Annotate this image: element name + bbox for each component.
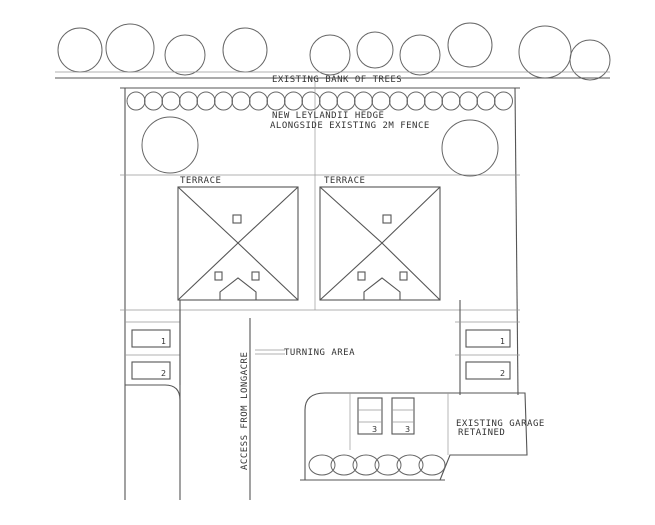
- hedge-shrub: [424, 91, 443, 111]
- bay-number: 3: [405, 425, 410, 434]
- hedge-shrub: [418, 454, 446, 476]
- trees-label: EXISTING BANK OF TREES: [272, 75, 402, 85]
- hedge-shrub: [396, 454, 424, 476]
- garage-block: [300, 392, 528, 481]
- front-hedge: [308, 454, 446, 476]
- hedge-shrub: [476, 91, 496, 111]
- hedge-shrub: [441, 91, 461, 111]
- access-label: ACCESS FROM LONGACRE: [240, 352, 250, 470]
- hedge-label: NEW LEYLANDII HEDGE: [272, 111, 384, 121]
- parking-left: [125, 300, 181, 450]
- garden-tree-left: [141, 116, 199, 174]
- bay-number: 2: [161, 369, 166, 378]
- hedge-shrub: [126, 91, 146, 111]
- hedge-shrub: [231, 91, 251, 111]
- hedge-shrub: [374, 454, 402, 476]
- hedge-shrub: [319, 91, 338, 111]
- bay-number: 3: [372, 425, 377, 434]
- hedge-shrub: [284, 91, 303, 111]
- garden-tree-right: [441, 119, 499, 177]
- hedge-shrub: [301, 91, 321, 111]
- house-right: [319, 186, 441, 301]
- existing-tree-bank: [57, 22, 611, 81]
- hedge-shrub: [144, 91, 163, 111]
- hedge-shrub: [336, 91, 356, 111]
- hedge-shrub: [179, 91, 198, 111]
- leylandii-hedge: [126, 91, 513, 111]
- turning-area-label: TURNING AREA: [284, 348, 355, 358]
- hedge-shrub: [371, 91, 391, 111]
- house-left: [177, 186, 299, 301]
- terrace-label-left: TERRACE: [180, 176, 221, 186]
- hedge-shrub: [266, 91, 286, 111]
- hedge-shrub: [161, 91, 181, 111]
- parking-right: [455, 300, 520, 395]
- hedge-shrub: [249, 91, 268, 111]
- hedge-shrub: [196, 91, 216, 111]
- hedge-shrub: [352, 454, 380, 476]
- bay-number: 2: [500, 369, 505, 378]
- hedge-shrub: [330, 454, 358, 476]
- hedge-shrub: [494, 91, 513, 111]
- garage-label: EXISTING GARAGE: [456, 419, 545, 429]
- hedge-shrub: [354, 91, 373, 111]
- hedge-shrub: [459, 91, 478, 111]
- bay-number: 1: [500, 337, 505, 346]
- hedge-label-2: ALONGSIDE EXISTING 2M FENCE: [270, 121, 430, 131]
- east-boundary: [514, 87, 519, 396]
- garage-label-2: RETAINED: [458, 428, 505, 438]
- hedge-shrub: [308, 454, 336, 476]
- hedge-shrub: [214, 91, 233, 111]
- hedge-shrub: [406, 91, 426, 111]
- terrace-label-right: TERRACE: [324, 176, 365, 186]
- hedge-shrub: [389, 91, 408, 111]
- bay-number: 1: [161, 337, 166, 346]
